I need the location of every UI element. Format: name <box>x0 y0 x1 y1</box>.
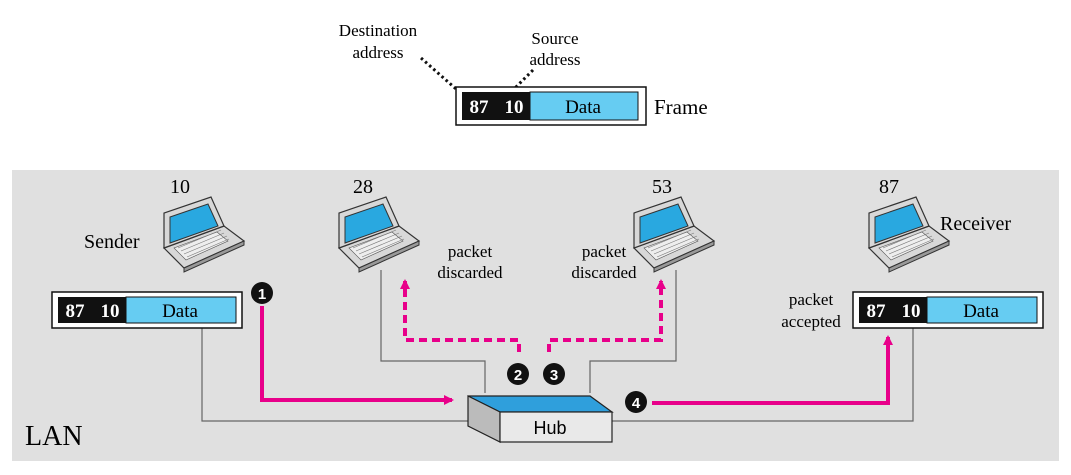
step-badge-3: 3 <box>543 363 565 385</box>
station-28-note: packet <box>448 242 493 261</box>
destination-pointer <box>420 56 465 98</box>
arrow-hub-to-53 <box>547 279 666 352</box>
sender-frame-dest: 87 <box>66 301 86 322</box>
source-pointer <box>505 68 535 98</box>
step-badge-1: 1 <box>251 282 273 304</box>
arrow-hub-to-28 <box>400 279 521 352</box>
station-address-10: 10 <box>170 176 190 198</box>
sender-frame-data: Data <box>162 301 198 322</box>
frame-data-field: Data <box>565 97 601 118</box>
source-address-label-2: address <box>530 50 581 69</box>
source-address-label: Source <box>531 29 578 48</box>
station-address-87: 87 <box>879 176 899 198</box>
step-badge-2: 2 <box>507 363 529 385</box>
station-address-28: 28 <box>353 176 373 198</box>
frame-dest-field: 87 <box>470 97 490 118</box>
cables <box>201 270 914 422</box>
svg-text:1: 1 <box>258 286 266 303</box>
destination-address-label: Destination <box>339 21 418 40</box>
svg-text:4: 4 <box>632 395 641 412</box>
step-badge-4: 4 <box>625 391 647 413</box>
receiver-frame-data: Data <box>963 301 999 322</box>
frame-src-field: 10 <box>505 97 524 118</box>
svg-text:3: 3 <box>550 367 558 384</box>
receiver-label: Receiver <box>940 213 1011 235</box>
arrow-hub-to-receiver <box>652 335 893 405</box>
receiver-frame-src: 10 <box>902 301 921 322</box>
frame-label: Frame <box>654 95 708 119</box>
sender-frame: 87 10 Data <box>51 291 243 329</box>
station-53-note: packet <box>582 242 627 261</box>
lan-label: LAN <box>25 421 83 452</box>
frame-box: 87 10 Data <box>455 86 647 126</box>
station-28-note-2: discarded <box>437 263 503 282</box>
hub-label: Hub <box>533 418 566 438</box>
station-address-53: 53 <box>652 176 672 198</box>
destination-address-label-2: address <box>353 43 404 62</box>
receiver-note: packet <box>789 290 834 309</box>
receiver-frame: 87 10 Data <box>852 291 1044 329</box>
receiver-frame-dest: 87 <box>867 301 887 322</box>
arrow-sender-to-hub <box>260 306 454 405</box>
hub: Hub <box>467 395 614 443</box>
svg-text:2: 2 <box>514 367 522 384</box>
station-53-note-2: discarded <box>571 263 637 282</box>
sender-label: Sender <box>84 231 140 253</box>
receiver-note-2: accepted <box>781 312 841 331</box>
sender-frame-src: 10 <box>101 301 120 322</box>
